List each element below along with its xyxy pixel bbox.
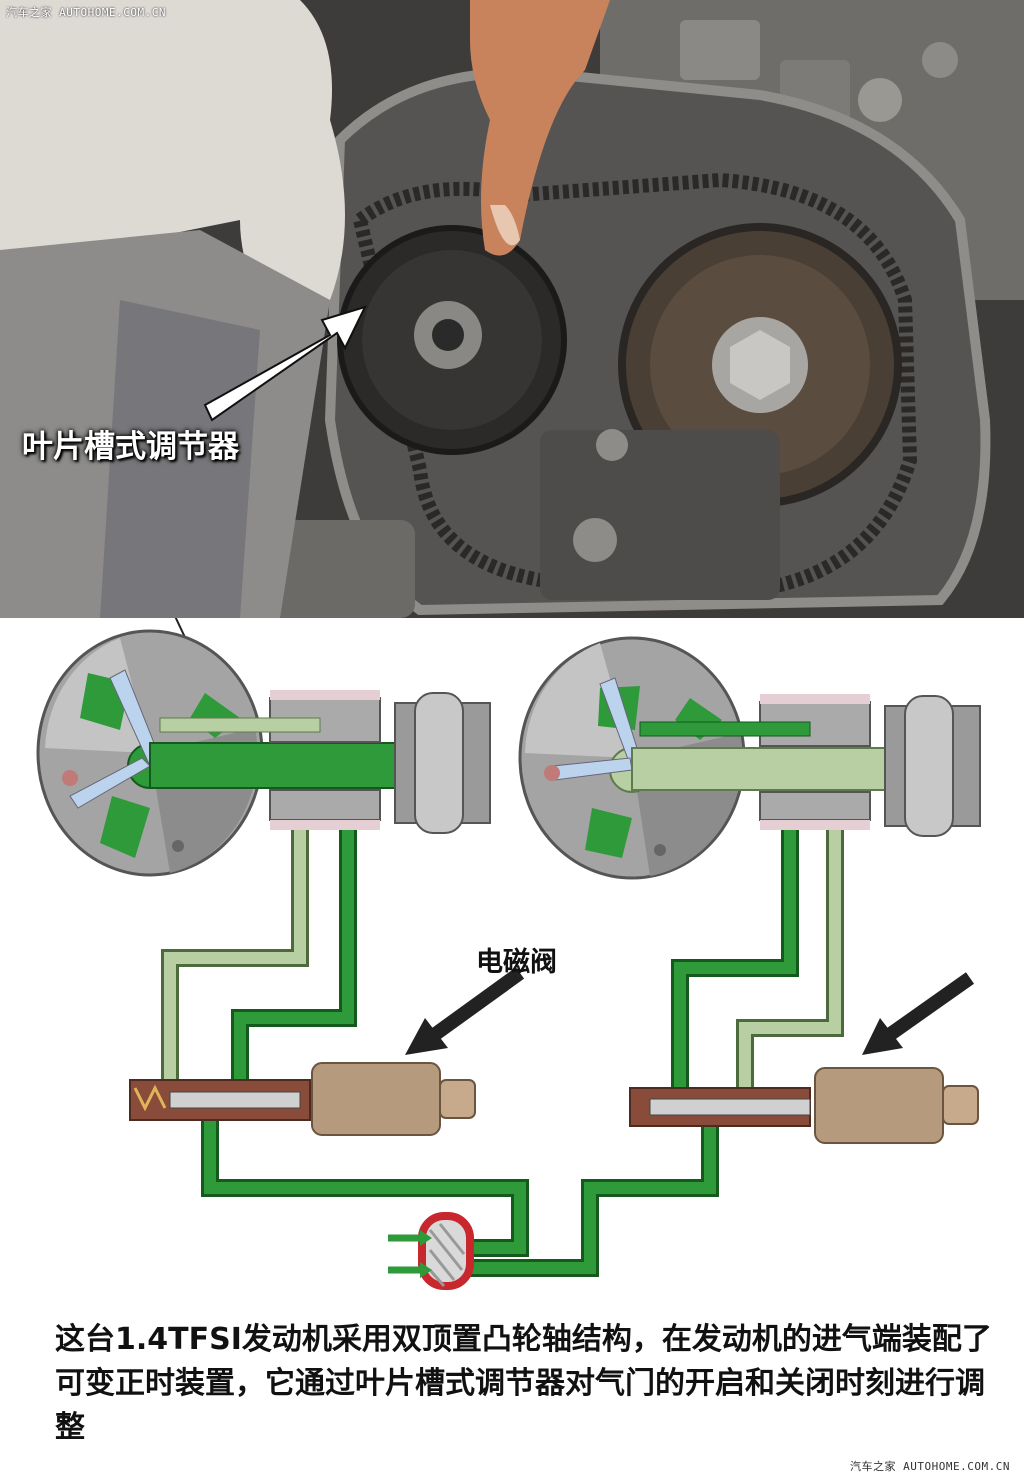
watermark-bottom: 汽车之家 AUTOHOME.COM.CN [850, 1460, 1010, 1473]
caption: 这台1.4TFSI发动机采用双顶置凸轮轴结构，在发动机的进气端装配了可变正时装置… [55, 1322, 992, 1445]
right-adjuster-unit [470, 636, 981, 1277]
solenoid-arrows [405, 967, 975, 1055]
oil-filter [388, 1212, 474, 1290]
vane-adjuster-label: 叶片槽式调节器 [22, 429, 239, 465]
watermark-top: 汽车之家 AUTOHOME.COM.CN [6, 6, 166, 19]
solenoid-valve-label: 电磁阀 [476, 947, 557, 978]
left-adjuster-unit [36, 629, 529, 1257]
vvt-schematic-drawing [36, 618, 981, 1290]
vvt-schematic [0, 618, 1024, 1318]
engine-photo-drawing [0, 0, 1024, 618]
engine-photo: 汽车之家 AUTOHOME.COM.CN 叶片槽式调节器 [0, 0, 1024, 618]
